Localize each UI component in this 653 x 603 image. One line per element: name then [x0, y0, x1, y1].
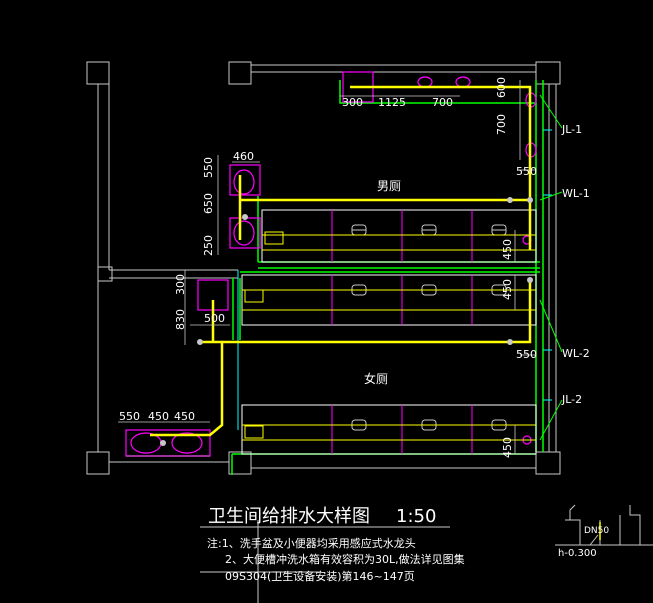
sink-icon	[171, 432, 203, 454]
toilet-icon	[351, 224, 367, 236]
room-label-women: 女厕	[364, 371, 388, 386]
note-line-1: 注:1、洗手盆及小便器均采用感应式水龙头	[207, 536, 416, 550]
note-line-2: 2、大便槽冲洗水箱有效容积为30L,做法详见图集	[225, 552, 465, 566]
urinal-icon	[417, 76, 433, 88]
building-walls	[86, 61, 561, 475]
room-label-men: 男厕	[377, 179, 401, 193]
inset-detail	[555, 504, 653, 546]
pipe-tag-wl1: WL-1	[562, 187, 590, 200]
dim-text: 550	[516, 348, 537, 361]
dimension-texts: 300 1125 700 600 700 550 450 460 550 650…	[119, 77, 537, 458]
pipe-tag-jl1: JL-1	[561, 123, 582, 136]
flush-tank-icon	[244, 289, 264, 303]
toilet-icon	[491, 224, 507, 236]
drawing-title: 卫生间给排水大样图	[208, 506, 370, 527]
cyan-accents	[237, 129, 552, 430]
pipe-tag-wl2: WL-2	[562, 347, 590, 360]
sink-icon	[233, 220, 255, 246]
men-stall-magenta	[331, 210, 473, 262]
dim-text: 460	[233, 150, 254, 163]
women-stalls-bottom	[241, 404, 537, 455]
women-stalls-top	[241, 274, 537, 326]
dim-text: 700	[432, 96, 453, 109]
dim-text: 1125	[378, 96, 406, 109]
dim-text: 450	[174, 410, 195, 423]
flush-tank-icon	[264, 231, 284, 245]
dim-text: 600	[495, 77, 508, 98]
dimension-lines	[118, 80, 536, 454]
flush-tank-icon	[244, 425, 264, 439]
sink-icon	[233, 169, 255, 195]
women-stall-magenta	[331, 275, 473, 454]
inset-dn-label: DN50	[584, 526, 609, 536]
sink-icon	[229, 164, 261, 196]
dim-text: 830	[174, 309, 187, 330]
dim-text: 450	[148, 410, 169, 423]
dim-text: 550	[202, 157, 215, 178]
dim-text: 650	[202, 193, 215, 214]
note-line-3: 09S304(卫生设备安装)第146~147页	[225, 569, 415, 583]
supply-pipes	[150, 85, 532, 437]
pipe-tag-jl2: JL-2	[561, 393, 582, 406]
dim-text: 450	[501, 437, 514, 458]
dim-text: 300	[174, 274, 187, 295]
dim-text: 250	[202, 235, 215, 256]
pipe-nodes	[160, 197, 533, 446]
supply-branches	[242, 234, 536, 441]
flush-tanks	[244, 231, 284, 439]
toilet-icon	[421, 224, 437, 236]
inset-elevation: h-0.300	[558, 548, 597, 559]
dim-text: 550	[119, 410, 140, 423]
fixtures	[125, 71, 537, 457]
drawing-scale: 1:50	[396, 506, 436, 527]
dim-text: 550	[516, 165, 537, 178]
sink-counter	[125, 429, 211, 457]
dim-text: 700	[495, 114, 508, 135]
tag-leaders	[539, 94, 563, 441]
toilet-icons	[351, 224, 507, 431]
dim-text: 450	[501, 279, 514, 300]
dim-text: 300	[342, 96, 363, 109]
men-stalls	[261, 209, 537, 263]
urinal-icon	[455, 76, 471, 88]
dim-text: 450	[501, 239, 514, 260]
dim-text: 500	[204, 312, 225, 325]
